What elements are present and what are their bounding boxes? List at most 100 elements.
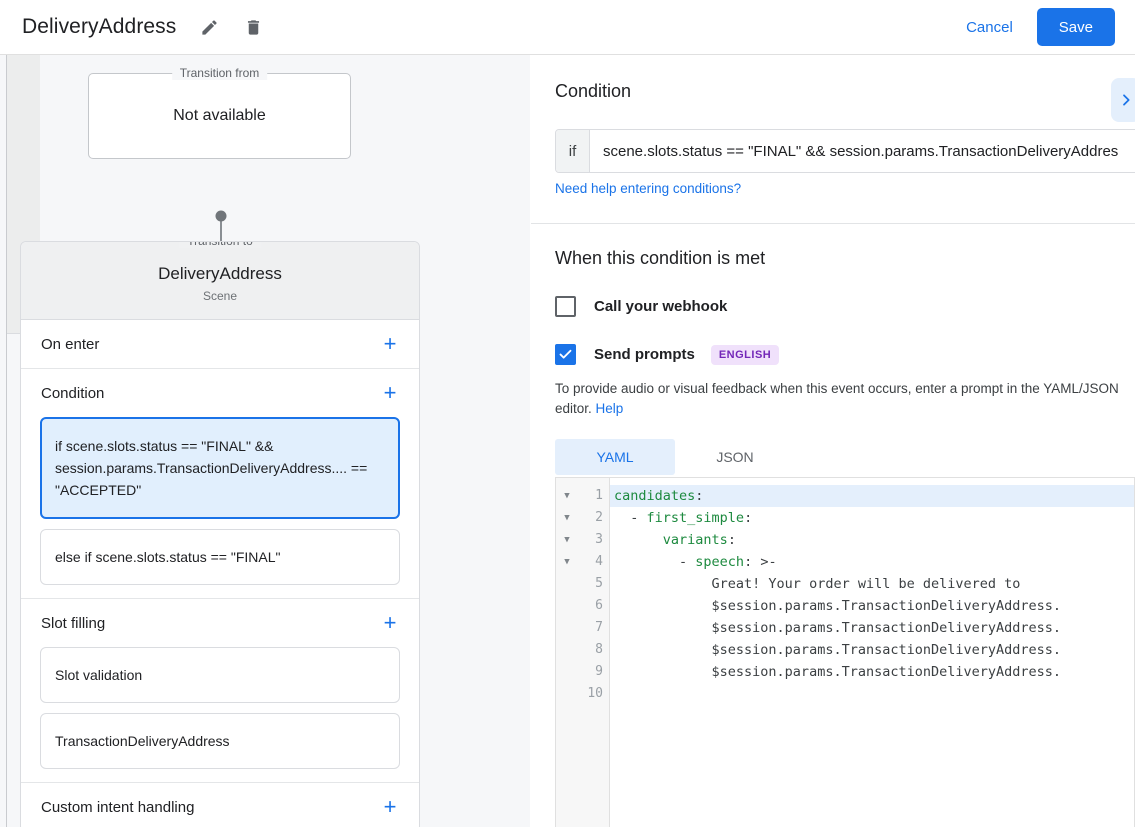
section-custom-intent-handling: Custom intent handling + — [21, 783, 419, 827]
helper-text-body: To provide audio or visual feedback when… — [555, 381, 1119, 416]
yaml-text: $session.params.TransactionDeliveryAddre… — [614, 598, 1062, 614]
add-on-enter-button[interactable]: + — [383, 331, 397, 356]
condition-input-row[interactable]: if scene.slots.status == "FINAL" && sess… — [555, 129, 1135, 173]
line-number: 5 — [595, 576, 603, 591]
line-number: 9 — [595, 664, 603, 679]
send-prompts-checkbox[interactable] — [555, 344, 576, 365]
section-header-custom-intent-handling[interactable]: Custom intent handling + — [21, 783, 419, 827]
add-custom-intent-button[interactable]: + — [383, 794, 397, 819]
editor-code-area[interactable]: candidates: - first_simple: variants: - … — [610, 478, 1134, 827]
code-line[interactable]: candidates: — [610, 485, 1134, 507]
language-badge: ENGLISH — [710, 344, 780, 365]
code-line[interactable]: $session.params.TransactionDeliveryAddre… — [610, 661, 1134, 683]
transition-to-header: Transition to DeliveryAddress Scene — [21, 242, 419, 320]
trash-icon[interactable] — [236, 10, 270, 44]
yaml-text: : — [727, 532, 736, 548]
section-slot-filling: Slot filling + Slot validation Transacti… — [21, 599, 419, 783]
transition-to-type: Scene — [202, 289, 238, 303]
format-tabs: YAML JSON — [555, 439, 1135, 475]
yaml-text: : — [695, 488, 704, 504]
condition-section: Condition if scene.slots.status == "FINA… — [531, 55, 1135, 224]
page-title: DeliveryAddress — [22, 15, 177, 38]
code-line[interactable]: Great! Your order will be delivered to — [610, 573, 1134, 595]
send-prompts-helper-text: To provide audio or visual feedback when… — [555, 379, 1121, 419]
transition-from-legend: Transition from — [171, 66, 268, 80]
section-title-condition: Condition — [41, 384, 105, 402]
section-header-condition[interactable]: Condition + — [21, 369, 419, 417]
code-line[interactable]: $session.params.TransactionDeliveryAddre… — [610, 617, 1134, 639]
cancel-button[interactable]: Cancel — [952, 11, 1027, 44]
yaml-text: - — [614, 510, 647, 526]
code-line[interactable]: variants: — [610, 529, 1134, 551]
add-condition-button[interactable]: + — [383, 380, 397, 405]
yaml-text: $session.params.TransactionDeliveryAddre… — [614, 642, 1062, 658]
slot-validation-chip[interactable]: Slot validation — [40, 647, 400, 703]
yaml-key: candidates — [614, 488, 696, 504]
condition-chip-else-if[interactable]: else if scene.slots.status == "FINAL" — [40, 529, 400, 585]
yaml-text: Great! Your order will be delivered to — [614, 576, 1021, 592]
code-line[interactable]: $session.params.TransactionDeliveryAddre… — [610, 639, 1134, 661]
line-number: 7 — [595, 620, 603, 635]
fold-empty — [556, 639, 578, 661]
code-line[interactable]: - speech: >- — [610, 551, 1134, 573]
line-number: 6 — [595, 598, 603, 613]
section-title-custom-intent-handling: Custom intent handling — [41, 798, 195, 816]
editor-fold-column: ▼ ▼ ▼ ▼ — [556, 478, 578, 827]
condition-chip-selected[interactable]: if scene.slots.status == "FINAL" && sess… — [40, 417, 400, 519]
transition-to-legend: Transition to — [179, 242, 261, 248]
section-condition: Condition + if scene.slots.status == "FI… — [21, 369, 419, 599]
section-body-condition: if scene.slots.status == "FINAL" && sess… — [21, 417, 419, 598]
line-number: 1 — [595, 488, 603, 503]
line-number: 2 — [595, 510, 603, 525]
yaml-key: speech — [695, 554, 745, 570]
yaml-text: $session.params.TransactionDeliveryAddre… — [614, 620, 1062, 636]
yaml-key: variants — [662, 532, 728, 548]
transition-from-value: Not available — [173, 107, 266, 124]
condition-help-link[interactable]: Need help entering conditions? — [555, 181, 742, 196]
slot-transaction-delivery-address-chip[interactable]: TransactionDeliveryAddress — [40, 713, 400, 769]
scene-detail-card: Transition to DeliveryAddress Scene On e… — [20, 241, 420, 827]
section-header-on-enter[interactable]: On enter + — [21, 320, 419, 368]
right-detail-panel: Condition if scene.slots.status == "FINA… — [531, 55, 1135, 827]
yaml-text: - — [614, 554, 696, 570]
line-number: 3 — [595, 532, 603, 547]
fold-empty — [556, 683, 578, 705]
yaml-text: $session.params.TransactionDeliveryAddre… — [614, 664, 1062, 680]
pencil-icon[interactable] — [192, 10, 226, 44]
fold-triangle-icon[interactable]: ▼ — [564, 535, 570, 545]
add-slot-filling-button[interactable]: + — [383, 610, 397, 635]
section-on-enter: On enter + — [21, 320, 419, 369]
helper-help-link[interactable]: Help — [595, 401, 624, 416]
condition-expression-input[interactable]: scene.slots.status == "FINAL" && session… — [603, 142, 1119, 160]
condition-if-prefix: if — [556, 130, 590, 172]
fold-triangle-icon[interactable]: ▼ — [564, 513, 570, 523]
save-button[interactable]: Save — [1036, 8, 1115, 46]
top-app-bar: DeliveryAddress Cancel Save — [0, 0, 1135, 55]
code-line[interactable]: $session.params.TransactionDeliveryAddre… — [610, 595, 1134, 617]
tab-yaml[interactable]: YAML — [555, 439, 675, 475]
section-title-on-enter: On enter — [41, 335, 100, 353]
send-prompts-label: Send prompts — [594, 346, 695, 363]
when-condition-met-heading: When this condition is met — [555, 248, 766, 268]
code-line[interactable]: - first_simple: — [610, 507, 1134, 529]
transition-from-box: Transition from Not available — [88, 66, 351, 159]
line-number: 10 — [587, 686, 603, 701]
send-prompts-row[interactable]: Send prompts ENGLISH — [555, 344, 1135, 365]
tab-json[interactable]: JSON — [716, 449, 754, 465]
call-webhook-checkbox[interactable] — [555, 296, 576, 317]
fold-triangle-icon[interactable]: ▼ — [564, 557, 570, 567]
when-condition-met-section: When this condition is met Call your web… — [531, 224, 1135, 475]
left-graph-panel: Transition from Not available Transition… — [0, 55, 530, 827]
webhook-row[interactable]: Call your webhook — [555, 296, 1135, 317]
chevron-right-icon[interactable] — [1111, 78, 1135, 122]
fold-triangle-icon[interactable]: ▼ — [564, 491, 570, 501]
condition-heading: Condition — [555, 81, 632, 101]
left-rail-scrollbar[interactable] — [0, 55, 7, 827]
fold-empty — [556, 661, 578, 683]
fold-empty — [556, 573, 578, 595]
fold-empty — [556, 595, 578, 617]
yaml-text: : — [744, 510, 753, 526]
code-line[interactable] — [610, 683, 1134, 705]
section-header-slot-filling[interactable]: Slot filling + — [21, 599, 419, 647]
